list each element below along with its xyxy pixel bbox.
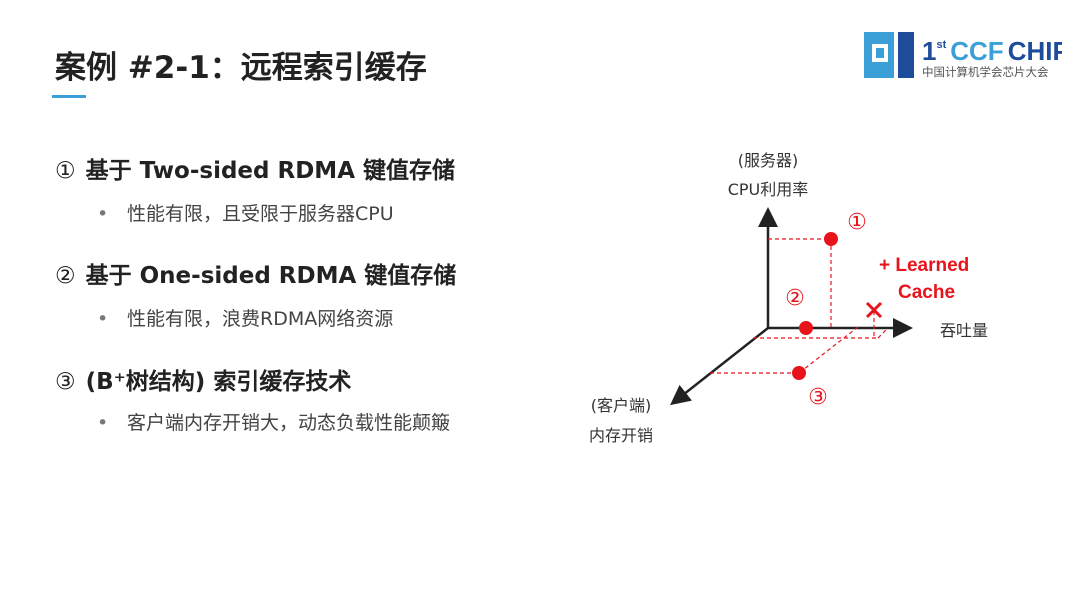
- point-1: [824, 232, 838, 246]
- item-number: ①: [55, 158, 76, 184]
- bullet-text: 性能有限，浪费RDMA网络资源: [127, 308, 394, 330]
- label-2: ②: [785, 286, 805, 311]
- bullet-icon: •: [97, 308, 109, 330]
- page-title: 案例 #2-1：远程索引缓存: [55, 50, 427, 86]
- bullet-text: 客户端内存开销大，动态负载性能颠簸: [127, 412, 451, 434]
- y-label-1: (服务器): [738, 151, 799, 170]
- y-label-2: CPU利用率: [728, 180, 809, 199]
- bullet-icon: •: [97, 203, 109, 225]
- label-1: ①: [847, 210, 867, 235]
- x-label: 吞吐量: [940, 321, 988, 340]
- item-1: ① 基于 Two-sided RDMA 键值存储: [55, 151, 455, 185]
- item-2-bullet: • 性能有限，浪费RDMA网络资源: [97, 304, 393, 331]
- item-title: 基于 Two-sided RDMA 键值存储: [85, 158, 455, 184]
- item-number: ②: [55, 263, 76, 289]
- item-title: (B⁺树结构) 索引缓存技术: [85, 369, 352, 395]
- item-3-bullet: • 客户端内存开销大，动态负载性能颠簸: [97, 408, 450, 435]
- title-underline: [52, 95, 86, 98]
- item-3: ③ (B⁺树结构) 索引缓存技术: [55, 362, 351, 396]
- item-2: ② 基于 One-sided RDMA 键值存储: [55, 256, 456, 290]
- label-3: ③: [808, 385, 828, 410]
- learned-cache-label-2: Cache: [898, 282, 955, 303]
- svg-text:中国计算机学会芯片大会: 中国计算机学会芯片大会: [922, 65, 1049, 79]
- item-title: 基于 One-sided RDMA 键值存储: [85, 263, 457, 289]
- item-number: ③: [55, 369, 76, 395]
- point-3: [792, 366, 806, 380]
- bullet-icon: •: [97, 412, 109, 434]
- learned-cache-label: + Learned: [879, 255, 969, 276]
- point-2: [799, 321, 813, 335]
- item-1-bullet: • 性能有限，且受限于服务器CPU: [97, 199, 394, 226]
- bullet-text: 性能有限，且受限于服务器CPU: [127, 203, 394, 225]
- z-label-2: 内存开销: [589, 426, 653, 445]
- z-axis: [670, 327, 769, 406]
- z-label-1: (客户端): [591, 396, 652, 415]
- cross-icon: [865, 301, 883, 319]
- guide-lines: [710, 238, 887, 374]
